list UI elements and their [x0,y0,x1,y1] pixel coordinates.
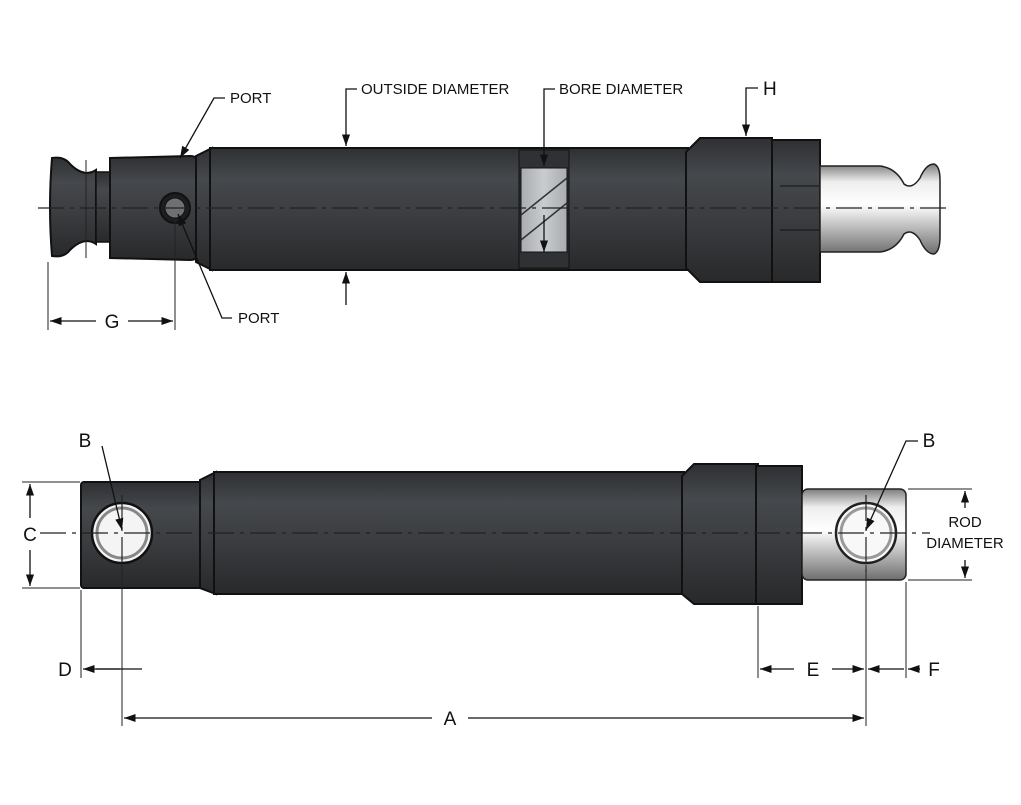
top-view-cylinder [49,137,941,283]
b-left-leader [101,445,124,531]
top-rod-nut [771,139,821,283]
g-label: G [105,312,120,333]
top-left-end-cap [49,156,97,258]
bottom-gland [681,463,759,605]
port-top-leader [179,97,225,159]
h-label: H [763,79,777,100]
top-gland [685,137,773,283]
f-label: F [928,660,940,681]
port-bottom-leader [177,213,232,319]
outside-diameter-leader [341,88,357,146]
port-top-label: PORT [230,90,271,107]
b-right-leader [865,440,918,531]
rod-diameter-label-line1: ROD [948,514,982,531]
b-left-label: B [79,431,92,452]
port-bottom-label: PORT [238,310,279,327]
bore-diameter-label: BORE DIAMETER [559,81,683,98]
b-right-label: B [923,431,936,452]
bore-hatch-1 [520,177,568,216]
a-label: A [444,709,457,730]
e-label: E [807,660,820,681]
h-leader [741,87,758,136]
d-label: D [58,660,72,681]
bore-diameter-leader [539,88,555,166]
c-label: C [23,525,37,546]
top-rod [819,163,941,255]
outside-diameter-label: OUTSIDE DIAMETER [361,81,510,98]
top-barrel [209,147,689,271]
bottom-rod-nut [755,465,803,605]
bottom-view-cylinder [80,463,907,605]
rod-diameter-label-line2: DIAMETER [926,535,1004,552]
